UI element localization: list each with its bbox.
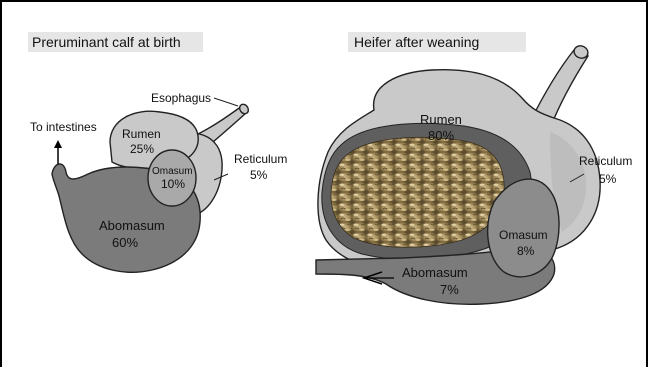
right-reticulum-pct: 5% (599, 172, 617, 186)
right-abomasum-pct: 7% (440, 282, 459, 297)
left-rumen-pct: 25% (130, 142, 154, 156)
left-title: Preruminant calf at birth (32, 34, 181, 50)
right-panel: Heifer after weaning Rumen 80% Reticulum… (316, 32, 632, 304)
left-reticulum-pct: 5% (250, 168, 268, 182)
left-rumen-label: Rumen (122, 127, 161, 141)
left-esophagus-label: Esophagus (151, 91, 211, 105)
right-reticulum-label: Reticulum (579, 154, 632, 168)
right-rumen-pct: 80% (428, 128, 454, 143)
right-omasum-label: Omasum (499, 228, 548, 242)
left-intestines-label: To intestines (30, 120, 97, 134)
left-intestine-arrowhead (54, 140, 62, 148)
right-rumen-label: Rumen (420, 112, 462, 127)
left-omasum-pct: 10% (161, 177, 185, 191)
left-abomasum-label: Abomasum (99, 218, 165, 233)
left-abomasum-pct: 60% (112, 235, 138, 250)
left-reticulum-label: Reticulum (234, 152, 287, 166)
left-panel: Preruminant calf at birth Esophagus To i… (28, 32, 287, 272)
right-omasum-pct: 8% (517, 244, 535, 258)
left-omasum-label: Omasum (152, 166, 193, 177)
left-esophagus-pointer (214, 98, 238, 106)
right-rumen-feed (331, 137, 504, 247)
right-title: Heifer after weaning (354, 34, 479, 50)
right-abomasum-label: Abomasum (402, 265, 468, 280)
